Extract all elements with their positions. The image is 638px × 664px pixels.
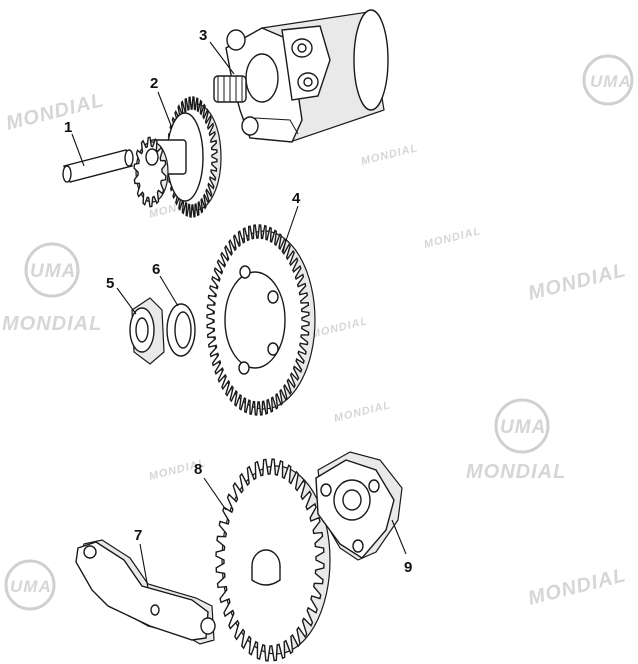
logo-text: UMA	[30, 261, 76, 282]
callout-4: 4	[292, 190, 301, 207]
callout-7: 7	[134, 527, 142, 544]
uma-logo-icon: UMA	[4, 559, 56, 611]
callout-2: 2	[150, 75, 158, 92]
leader-line	[209, 41, 235, 75]
callout-9: 9	[404, 559, 412, 576]
leader-line	[159, 275, 179, 307]
uma-logo-icon: UMA	[494, 398, 550, 454]
watermark-text: MONDIAL	[360, 142, 419, 168]
callout-6: 6	[152, 261, 160, 278]
watermark-text: MONDIAL	[466, 461, 566, 483]
washer-part	[166, 303, 196, 357]
callout-8: 8	[194, 461, 202, 478]
leader-line	[391, 519, 407, 555]
logo-text: UMA	[590, 72, 632, 91]
nut-part	[129, 297, 165, 365]
watermark-text: MONDIAL	[333, 399, 392, 425]
logo-text: UMA	[500, 417, 546, 438]
leader-line	[71, 133, 85, 167]
shaft-pin-part	[62, 149, 134, 183]
bracket-part	[315, 451, 403, 561]
leader-line	[157, 91, 173, 129]
callout-1: 1	[64, 119, 72, 136]
callout-layer: 1 2 3 4 5 6 7 8 9	[64, 27, 412, 589]
watermark-text: MONDIAL	[526, 564, 629, 610]
uma-logo-icon: UMA	[582, 54, 634, 106]
leader-line	[139, 543, 149, 589]
large-gear-part	[206, 224, 316, 416]
watermark-text: MONDIAL	[423, 225, 482, 251]
starter-motor-part	[213, 9, 389, 143]
watermark-text: MONDIAL	[4, 89, 107, 135]
callout-5: 5	[106, 275, 114, 292]
watermark-text: MONDIAL	[2, 313, 102, 335]
plate-part	[75, 539, 216, 645]
leader-line	[116, 287, 137, 315]
logo-text: UMA	[10, 577, 52, 596]
uma-logo-icon: UMA	[24, 242, 80, 298]
reduction-gear-part	[133, 96, 222, 218]
watermark-text: MONDIAL	[526, 259, 629, 305]
leader-line	[203, 477, 227, 511]
watermark-text: MONDIAL	[310, 315, 369, 341]
idler-gear-part	[215, 458, 331, 662]
callout-3: 3	[199, 27, 207, 44]
leader-line	[281, 205, 299, 253]
